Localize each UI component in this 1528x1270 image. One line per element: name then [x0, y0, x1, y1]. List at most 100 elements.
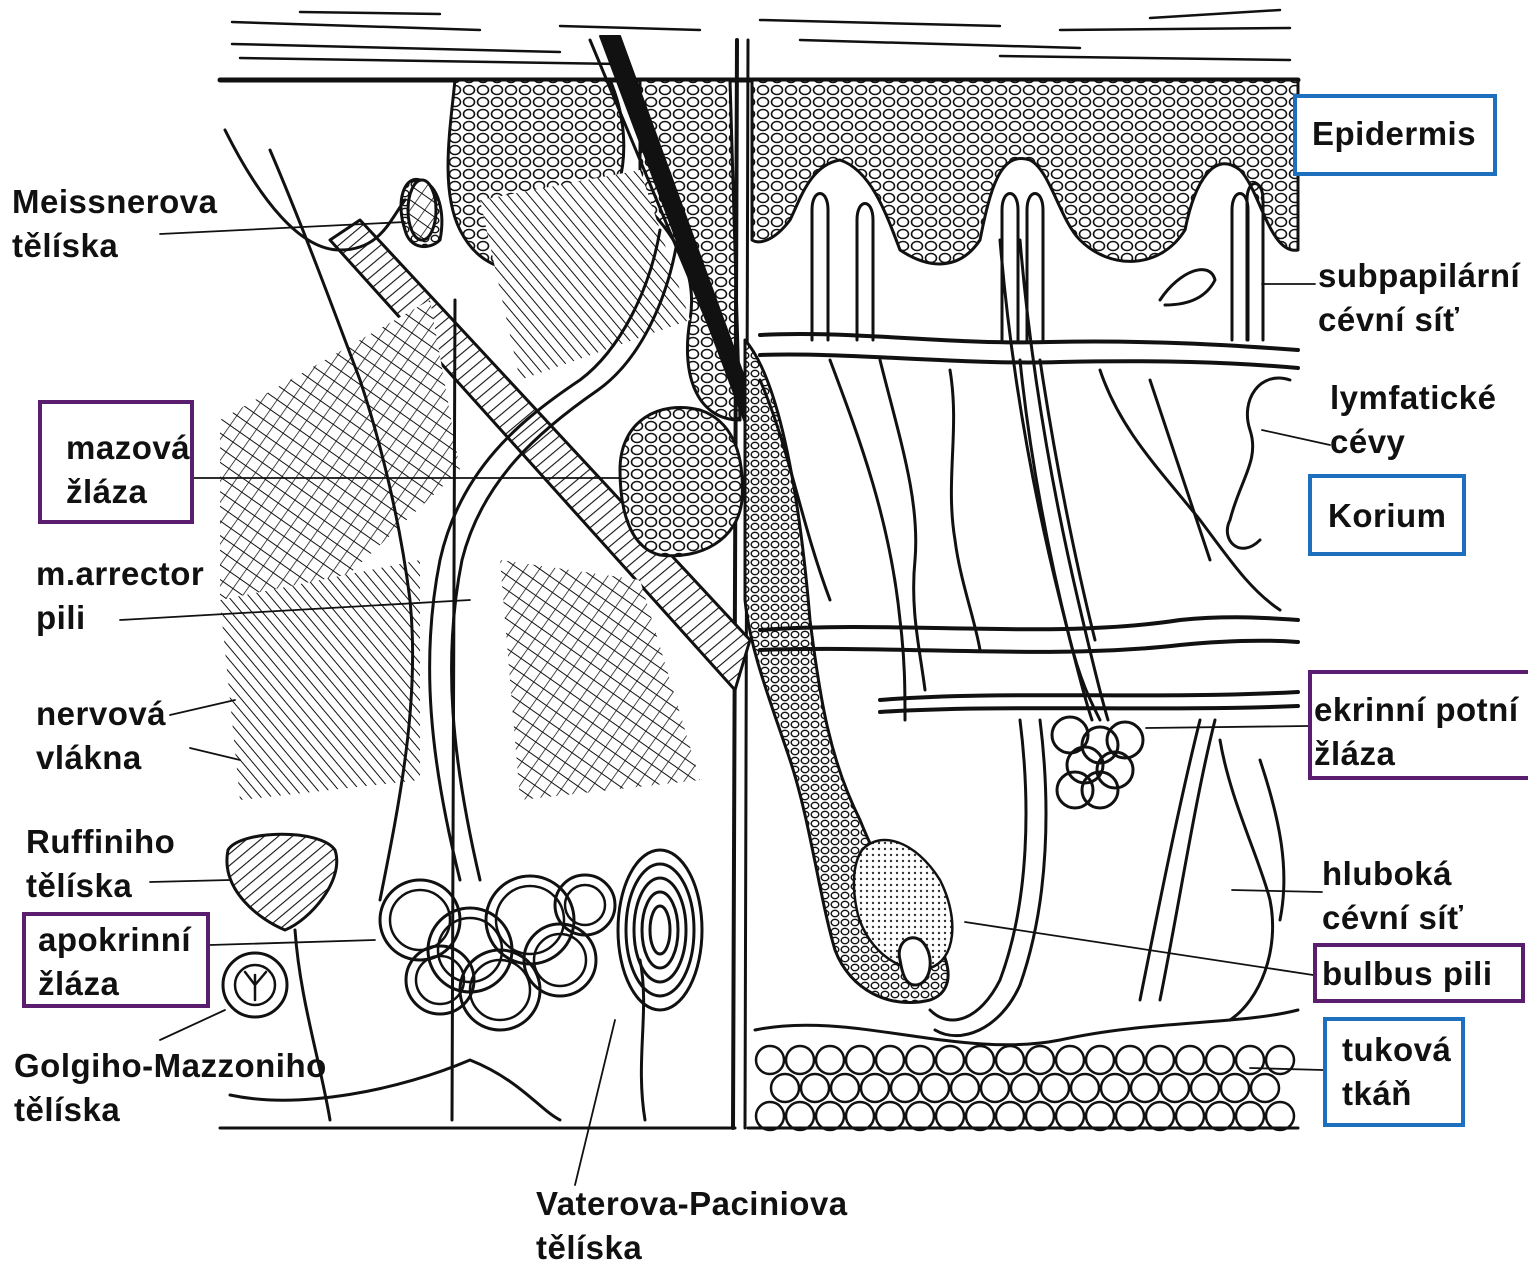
label-golgi-line2: tělíska: [14, 1088, 327, 1132]
fat-cell: [1146, 1046, 1174, 1074]
fat-cell: [1146, 1102, 1174, 1130]
surface-line: [560, 26, 700, 30]
eccrine-gland-coil: [1057, 772, 1093, 808]
ruffini-corpuscle: [227, 834, 337, 930]
leader-hluboka: [1232, 890, 1322, 892]
label-vater-line2: tělíska: [536, 1226, 848, 1270]
surface-line: [760, 20, 1000, 26]
fat-cell: [861, 1074, 889, 1102]
surface-line: [232, 22, 480, 30]
fat-cell: [1161, 1074, 1189, 1102]
label-hluboka: hluboká cévní síť: [1322, 852, 1463, 940]
fat-cell: [1026, 1046, 1054, 1074]
fat-cell: [1191, 1074, 1219, 1102]
label-tukova-line1: tuková: [1342, 1028, 1451, 1072]
deep-vessel-u-2: [935, 720, 1046, 1036]
eccrine-duct-outer: [1000, 240, 1092, 720]
fat-cell: [996, 1046, 1024, 1074]
fat-cell: [1266, 1102, 1294, 1130]
leader-ekrinni: [1146, 726, 1308, 728]
capillary-loop: [812, 194, 828, 341]
fat-cell: [801, 1074, 829, 1102]
fat-cell: [816, 1046, 844, 1074]
label-ruffini-line1: Ruffiniho: [26, 820, 175, 864]
fat-cell: [771, 1074, 799, 1102]
hair-papilla: [899, 938, 930, 985]
fat-cell: [1116, 1046, 1144, 1074]
fat-cell: [846, 1102, 874, 1130]
fat-cell: [1251, 1074, 1279, 1102]
lymphatic-vessel-2: [1160, 270, 1215, 305]
fat-cell: [1176, 1102, 1204, 1130]
fat-cell: [1101, 1074, 1129, 1102]
fat-cell: [786, 1102, 814, 1130]
label-ekrinni: ekrinní potní žláza: [1314, 688, 1519, 776]
sebaceous-gland: [620, 408, 742, 556]
fat-cell: [981, 1074, 1009, 1102]
label-ekrinni-line1: ekrinní potní: [1314, 688, 1519, 732]
leader-lymfaticke: [1262, 430, 1330, 445]
meissner-corpuscle: [408, 180, 436, 240]
label-hluboka-line2: cévní síť: [1322, 896, 1463, 940]
label-meissner-line1: Meissnerova: [12, 180, 217, 224]
label-subpapilarni-line1: subpapilární: [1318, 254, 1520, 298]
pacini-lamella: [618, 850, 702, 1010]
label-korium-text: Korium: [1328, 494, 1447, 538]
subcutis-line: [755, 1010, 1298, 1045]
label-ekrinni-line2: žláza: [1314, 732, 1519, 776]
fat-cell: [1116, 1102, 1144, 1130]
label-arrector: m.arrector pili: [36, 552, 204, 640]
label-nervova-line2: vlákna: [36, 736, 166, 780]
pacini-lamella: [642, 892, 678, 968]
deep-plexus-2: [760, 641, 1298, 652]
epidermis-right-layer: [752, 80, 1298, 264]
surface-line: [1000, 56, 1290, 60]
fat-cell: [1206, 1046, 1234, 1074]
label-epidermis: Epidermis: [1312, 112, 1476, 156]
fat-cell: [1176, 1046, 1204, 1074]
label-bulbus-text: bulbus pili: [1322, 952, 1492, 996]
fat-cell: [966, 1046, 994, 1074]
fat-cell: [1056, 1046, 1084, 1074]
fat-cell: [936, 1102, 964, 1130]
label-meissner: Meissnerova tělíska: [12, 180, 217, 268]
deep-plexus-1: [760, 617, 1298, 630]
label-lymfaticke: lymfatické cévy: [1330, 376, 1496, 464]
label-subpapilarni: subpapilární cévní síť: [1318, 254, 1520, 342]
capillary-loop: [1002, 194, 1018, 341]
label-bulbus: bulbus pili: [1322, 952, 1492, 996]
label-meissner-line2: tělíska: [12, 224, 217, 268]
leader-bulbus: [965, 922, 1313, 975]
fat-cell: [891, 1074, 919, 1102]
nerve-fiber-1: [225, 130, 405, 250]
capillary-loop: [857, 204, 873, 341]
deep-vessel-tree: [1220, 740, 1284, 1020]
label-apokrinni-line2: žláza: [38, 962, 191, 1006]
fat-cell: [1236, 1102, 1264, 1130]
fat-cell: [1011, 1074, 1039, 1102]
surface-line: [300, 12, 440, 14]
collagen-mesh-1: [220, 300, 460, 620]
collagen-mesh-2: [220, 560, 420, 800]
apocrine-coil-loop-inner: [534, 934, 586, 986]
label-vater-line1: Vaterova-Paciniova: [536, 1182, 848, 1226]
lymphatic-vessel: [1227, 378, 1290, 548]
surface-line: [1150, 10, 1280, 18]
subpapillary-plexus-2: [760, 355, 1298, 368]
fat-cell: [936, 1046, 964, 1074]
surface-line: [800, 40, 1080, 48]
fat-cell: [1131, 1074, 1159, 1102]
fat-cell: [831, 1074, 859, 1102]
fat-cell: [921, 1074, 949, 1102]
dermal-vessel: [1020, 360, 1100, 720]
surface-line: [1060, 28, 1290, 30]
golgi-mazzoni-branch: [245, 972, 266, 1000]
fat-cell: [846, 1046, 874, 1074]
fat-cell: [1221, 1074, 1249, 1102]
fat-cell: [1071, 1074, 1099, 1102]
pacini-lamella: [650, 906, 670, 954]
label-arrector-line1: m.arrector: [36, 552, 204, 596]
label-korium: Korium: [1328, 494, 1447, 538]
apocrine-coil-loop-inner: [496, 886, 564, 954]
dermal-vessel: [1100, 370, 1280, 610]
